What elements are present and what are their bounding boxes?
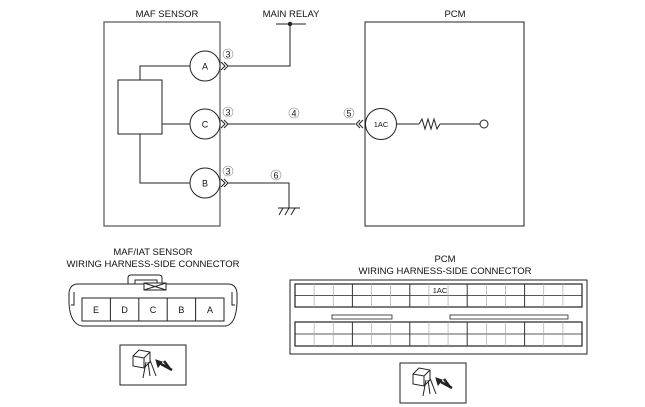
pcm-connector-title-1: PCM — [434, 254, 455, 265]
maf-pin-a: A — [207, 305, 213, 315]
maf-sensing-element — [117, 79, 163, 135]
svg-text:3: 3 — [225, 50, 230, 60]
ref-5: 5 — [343, 107, 355, 119]
maf-connector-title-2: WIRING HARNESS-SIDE CONNECTOR — [67, 259, 240, 270]
ref-4: 4 — [288, 107, 300, 119]
svg-text:6: 6 — [273, 171, 278, 181]
wire-b-ground — [228, 182, 290, 208]
svg-text:3: 3 — [225, 167, 230, 177]
connector-chevrons-pcm — [355, 119, 364, 129]
maf-pin-d: D — [121, 305, 128, 315]
terminal-b-label: B — [202, 179, 208, 189]
pcm-connector-face — [289, 279, 588, 355]
pcm-title: PCM — [444, 9, 465, 20]
maf-pin-c: C — [150, 305, 157, 315]
pcm-terminal-1ac-label: 1AC — [374, 120, 389, 129]
wire-internal-b — [139, 134, 190, 184]
terminal-a-label: A — [202, 62, 208, 72]
maf-sensor-title: MAF SENSOR — [136, 9, 199, 20]
harness-view-icon-maf — [119, 344, 187, 386]
main-relay-label: MAIN RELAY — [263, 9, 321, 20]
ref-3-c: 3 — [222, 106, 234, 118]
terminal-c-label: C — [202, 120, 209, 130]
wire-internal-a — [139, 65, 190, 80]
ref-3-b: 3 — [222, 165, 234, 177]
terminal-b: B — [189, 167, 221, 199]
ref-3-a: 3 — [222, 48, 234, 60]
pcm-connector-grid — [313, 284, 564, 346]
resistor-icon — [418, 117, 441, 131]
maf-connector-face — [68, 274, 238, 327]
wire-a-main-relay — [228, 24, 291, 67]
pcm-terminal-1ac: 1AC — [365, 108, 397, 140]
ref-6: 6 — [270, 169, 282, 181]
maf-pin-b: B — [178, 305, 184, 315]
ground-symbol — [278, 207, 300, 216]
maf-pin-e: E — [93, 305, 99, 315]
pcm-pin-1ac: 1AC — [433, 286, 448, 295]
pcm-open-terminal-icon — [479, 119, 489, 129]
terminal-c: C — [189, 108, 221, 140]
svg-text:4: 4 — [291, 109, 296, 119]
harness-view-icon-pcm — [399, 362, 467, 404]
maf-connector-title-1: MAF/IAT SENSOR — [113, 247, 192, 258]
svg-text:5: 5 — [346, 109, 351, 119]
terminal-a: A — [189, 50, 221, 82]
pcm-connector-title-2: WIRING HARNESS-SIDE CONNECTOR — [359, 266, 532, 277]
svg-text:3: 3 — [225, 108, 230, 118]
